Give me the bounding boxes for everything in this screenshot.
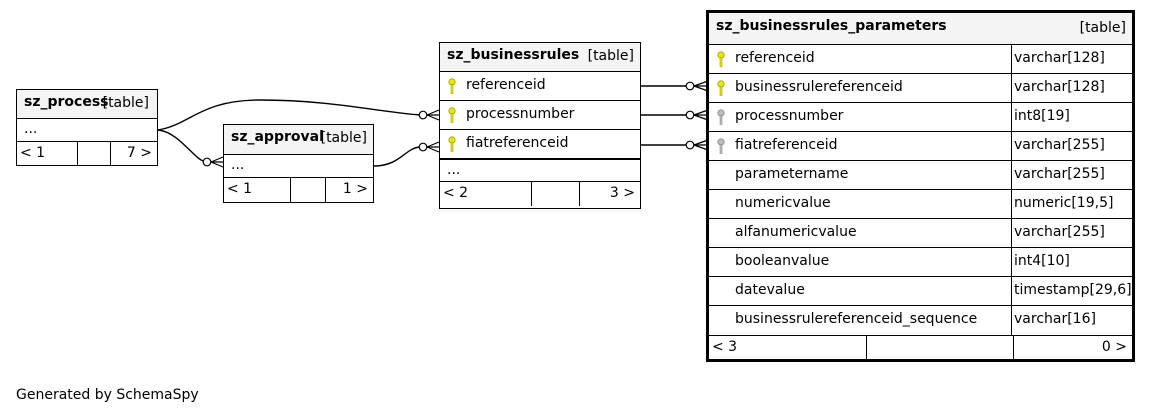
column-row: businessrulereferenceid_sequence varchar[… [709, 306, 1132, 335]
foreign-key-icon [717, 109, 725, 125]
column-name: booleanvalue [735, 253, 830, 269]
column-type: varchar[16] [1014, 311, 1096, 327]
table-sz-approval[interactable]: sz_approval [table] ... < 1 1 > [223, 124, 374, 203]
column-row: processnumber int8[19] [709, 103, 1132, 132]
foreign-key-icon [717, 138, 725, 154]
key-icon [448, 136, 456, 152]
table-sz-process[interactable]: sz_process [table] ... < 1 7 > [16, 89, 158, 166]
generator-credit: Generated by SchemaSpy [16, 387, 199, 403]
column-name: processnumber [466, 106, 575, 122]
column-name: referenceid [466, 77, 546, 93]
columns-ellipsis: ... [440, 159, 640, 182]
parents-count: < 1 [227, 181, 253, 197]
column-row: parametername varchar[255] [709, 161, 1132, 190]
table-kind: [table] [102, 95, 149, 111]
column-type: int8[19] [1014, 108, 1070, 124]
column-row: booleanvalue int4[10] [709, 248, 1132, 277]
table-header: sz_process [table] [17, 90, 157, 119]
column-type: numeric[19,5] [1014, 195, 1114, 211]
column-name: alfanumericvalue [735, 224, 857, 240]
column-name: referenceid [735, 50, 815, 66]
table-header: sz_businessrules [table] [440, 43, 640, 72]
column-name: fiatreferenceid [735, 137, 838, 153]
children-count: 3 > [609, 185, 635, 201]
primary-key-icon [717, 80, 725, 96]
column-name: businessrulereferenceid [735, 79, 903, 95]
table-sz-businessrules[interactable]: sz_businessrules [table] referenceid pro… [439, 42, 641, 209]
column-type: timestamp[29,6] [1014, 282, 1132, 298]
table-kind: [table] [1079, 20, 1126, 36]
column-name: parametername [735, 166, 849, 182]
columns-ellipsis: ... [224, 155, 373, 178]
parents-count: < 1 [20, 145, 46, 161]
column-type: varchar[128] [1014, 50, 1105, 66]
key-icon [448, 107, 456, 123]
children-count: 7 > [126, 145, 152, 161]
column-name: businessrulereferenceid_sequence [735, 311, 978, 327]
column-type: varchar[255] [1014, 224, 1105, 240]
column-name: numericvalue [735, 195, 831, 211]
table-kind: [table] [320, 130, 367, 146]
column-type: varchar[255] [1014, 166, 1105, 182]
crowfoot-marker [210, 156, 224, 168]
table-name: sz_businessrules_parameters [716, 18, 947, 34]
optional-marker [685, 81, 695, 91]
crowfoot-marker [693, 139, 709, 151]
table-name: sz_approval [231, 129, 324, 145]
relation-approval-businessrules [373, 146, 421, 167]
children-count: 0 > [1101, 339, 1127, 355]
parents-count: < 2 [443, 185, 469, 201]
table-footer: < 2 3 > [440, 182, 640, 206]
column-name: datevalue [735, 282, 805, 298]
crowfoot-marker [426, 141, 440, 153]
optional-marker [685, 140, 695, 150]
column-row: referenceid [440, 72, 640, 101]
key-icon [448, 78, 456, 94]
optional-marker [418, 110, 428, 120]
table-sz-businessrules-parameters[interactable]: sz_businessrules_parameters [table] refe… [706, 10, 1135, 362]
column-row: referenceid varchar[128] [709, 45, 1132, 74]
column-row: businessrulereferenceid varchar[128] [709, 74, 1132, 103]
column-row: fiatreferenceid varchar[255] [709, 132, 1132, 161]
table-footer: < 1 1 > [224, 178, 373, 202]
column-name: processnumber [735, 108, 844, 124]
table-name: sz_businessrules [447, 47, 580, 63]
parents-count: < 3 [712, 339, 738, 355]
column-row: processnumber [440, 101, 640, 130]
optional-marker [418, 142, 428, 152]
column-row: datevalue timestamp[29,6] [709, 277, 1132, 306]
children-count: 1 > [342, 181, 368, 197]
column-type: int4[10] [1014, 253, 1070, 269]
column-type: varchar[128] [1014, 79, 1105, 95]
column-row: alfanumericvalue varchar[255] [709, 219, 1132, 248]
table-kind: [table] [587, 48, 634, 64]
column-row: numericvalue numeric[19,5] [709, 190, 1132, 219]
optional-marker [202, 157, 212, 167]
column-type: varchar[255] [1014, 137, 1105, 153]
table-header: sz_approval [table] [224, 125, 373, 155]
table-footer: < 3 0 > [709, 335, 1132, 360]
column-row: fiatreferenceid [440, 130, 640, 159]
table-header: sz_businessrules_parameters [table] [709, 13, 1132, 45]
table-name: sz_process [24, 94, 109, 110]
primary-key-icon [717, 51, 725, 67]
table-footer: < 1 7 > [17, 142, 157, 166]
column-name: fiatreferenceid [466, 135, 569, 151]
relation-process-businessrules [157, 99, 421, 131]
columns-ellipsis: ... [17, 119, 157, 142]
crowfoot-marker [426, 109, 440, 121]
optional-marker [685, 110, 695, 120]
relation-process-approval [157, 129, 208, 163]
crowfoot-marker [693, 80, 709, 92]
crowfoot-marker [693, 109, 709, 121]
